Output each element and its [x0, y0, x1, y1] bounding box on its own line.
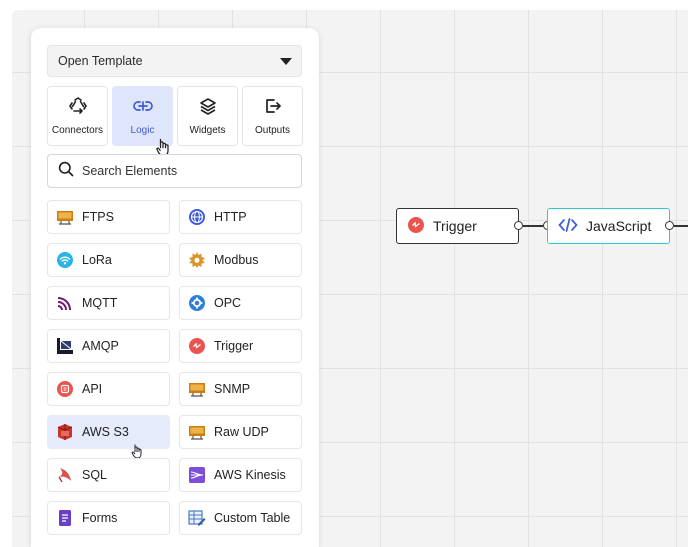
element-label: OPC: [214, 296, 242, 310]
element-label: Custom Table: [214, 511, 291, 525]
element-modbus[interactable]: Modbus: [179, 243, 302, 277]
element-label: HTTP: [214, 210, 247, 224]
hand-cursor-icon: [156, 138, 169, 157]
element-trigger[interactable]: Trigger: [179, 329, 302, 363]
tab-widgets[interactable]: Widgets: [177, 86, 238, 146]
tab-label: Logic: [130, 125, 155, 136]
element-forms[interactable]: Forms: [47, 501, 170, 535]
element-label: Modbus: [214, 253, 259, 267]
tab-connectors[interactable]: Connectors: [47, 86, 108, 146]
trigger-icon: [407, 216, 425, 237]
element-sql[interactable]: SQL: [47, 458, 170, 492]
element-label: FTPS: [82, 210, 114, 224]
dropdown-label: Open Template: [58, 54, 143, 68]
code-icon: [558, 217, 578, 236]
flow-node-label: Trigger: [433, 218, 477, 234]
search-icon: [58, 161, 74, 182]
element-amqp[interactable]: AMQP: [47, 329, 170, 363]
link-icon: [132, 96, 153, 119]
element-ftps[interactable]: FTPS: [47, 200, 170, 234]
element-label: API: [82, 382, 103, 396]
sql-icon: [56, 466, 74, 484]
tab-label: Connectors: [51, 125, 104, 136]
elements-grid: FTPS HTTP LoRa Modbus MQTT OPC A: [47, 200, 303, 535]
element-label: SQL: [82, 468, 108, 482]
ftp-icon: [56, 208, 74, 226]
api-icon: [56, 380, 74, 398]
wifi-icon: [56, 251, 74, 269]
element-lora[interactable]: LoRa: [47, 243, 170, 277]
kinesis-icon: [188, 466, 206, 484]
connection-wire: [523, 225, 543, 227]
recycle-icon: [68, 96, 88, 119]
category-tabs: Connectors Logic Widgets Outputs: [47, 86, 303, 157]
element-snmp[interactable]: SNMP: [179, 372, 302, 406]
search-elements-field[interactable]: [47, 154, 302, 188]
element-label: SNMP: [214, 382, 251, 396]
globe-icon: [188, 208, 206, 226]
signal-icon: [56, 294, 74, 312]
element-label: AMQP: [82, 339, 119, 353]
element-mqtt[interactable]: MQTT: [47, 286, 170, 320]
element-label: Trigger: [214, 339, 254, 353]
flow-node-trigger[interactable]: Trigger: [396, 208, 519, 244]
element-aws-kinesis[interactable]: AWS Kinesis: [179, 458, 302, 492]
tab-label: Widgets: [189, 125, 226, 136]
ftp-icon: [188, 423, 206, 441]
element-custom-table[interactable]: Custom Table: [179, 501, 302, 535]
output-port[interactable]: [665, 221, 674, 230]
gear-icon: [188, 251, 206, 269]
elements-panel: Open Template Connectors Logic Widgets: [31, 28, 319, 547]
cog-icon: [188, 294, 206, 312]
amqp-icon: [56, 337, 74, 355]
hand-cursor-icon: [131, 444, 142, 459]
forms-icon: [56, 509, 74, 527]
open-template-dropdown[interactable]: Open Template: [47, 45, 302, 77]
layers-icon: [198, 96, 218, 119]
exit-icon: [263, 96, 283, 119]
element-label: Forms: [82, 511, 118, 525]
element-label: AWS Kinesis: [214, 468, 286, 482]
flow-node-javascript[interactable]: JavaScript: [547, 208, 670, 244]
element-opc[interactable]: OPC: [179, 286, 302, 320]
caret-down-icon: [280, 58, 292, 65]
element-label: AWS S3: [82, 425, 129, 439]
trigger-icon: [188, 337, 206, 355]
output-port[interactable]: [514, 221, 523, 230]
ftp-icon: [188, 380, 206, 398]
connection-wire: [674, 225, 688, 227]
tab-label: Outputs: [254, 125, 291, 136]
element-aws-s3[interactable]: AWS S3: [47, 415, 170, 459]
element-api[interactable]: API: [47, 372, 170, 406]
table-edit-icon: [188, 509, 206, 527]
tab-outputs[interactable]: Outputs: [242, 86, 303, 146]
element-label: MQTT: [82, 296, 118, 310]
search-input[interactable]: [82, 164, 282, 178]
aws-s3-icon: [56, 423, 74, 441]
element-label: LoRa: [82, 253, 112, 267]
element-raw-udp[interactable]: Raw UDP: [179, 415, 302, 449]
element-label: Raw UDP: [214, 425, 269, 439]
element-http[interactable]: HTTP: [179, 200, 302, 234]
tab-logic[interactable]: Logic: [112, 86, 173, 157]
flow-node-label: JavaScript: [586, 218, 652, 234]
